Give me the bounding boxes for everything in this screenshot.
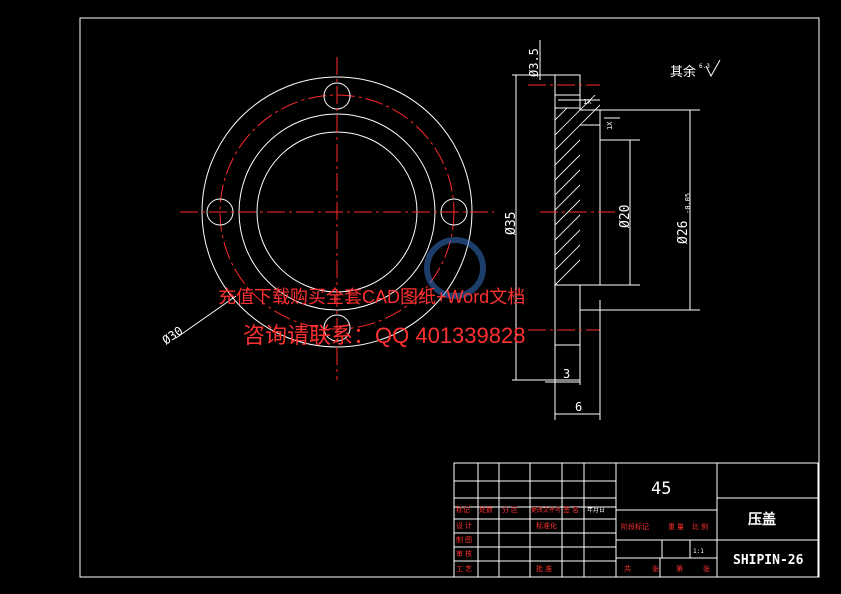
dim-d30: Ø30 xyxy=(160,324,186,348)
dim-d3-5: Ø3.5 xyxy=(527,48,541,77)
dim-d35: Ø35 xyxy=(504,212,519,235)
tb-page: 第 xyxy=(676,564,683,573)
leader-d30 xyxy=(175,295,237,339)
tb-drawing-no: SHIPIN-26 xyxy=(733,553,804,568)
tb-design: 设 计 xyxy=(456,521,472,530)
front-view xyxy=(175,57,494,380)
tb-standardize: 标准化 xyxy=(536,521,557,530)
tb-weight: 重 量 xyxy=(668,523,684,531)
dim-3: 3 xyxy=(563,367,570,381)
tb-sign: 签 名 xyxy=(563,505,579,514)
dim-chamfer-2: 1X xyxy=(606,121,614,130)
tb-material: 45 xyxy=(651,479,671,499)
tb-mark: 标记 xyxy=(456,505,470,514)
dim-d26: Ø26 xyxy=(676,221,691,244)
dim-d26-tol: -0.05 xyxy=(684,193,692,214)
roughness-note: 其余 xyxy=(670,64,696,80)
tb-scale: 1:1 xyxy=(693,548,704,555)
dim-chamfer-1: 1X xyxy=(583,98,592,106)
drawing-frame xyxy=(79,17,820,578)
tb-part-name: 压盖 xyxy=(748,511,776,528)
section-view xyxy=(512,40,700,420)
watermark-line2: 咨询请联系：QQ 401339828 xyxy=(243,323,525,348)
tb-approve: 批 准 xyxy=(536,564,552,573)
roughness-value: 6.3 xyxy=(699,63,710,70)
dim-6: 6 xyxy=(575,400,582,414)
tb-process: 工 艺 xyxy=(456,565,472,573)
tb-draw: 制 图 xyxy=(456,535,472,544)
title-block xyxy=(453,462,819,578)
tb-date: 年月日 xyxy=(587,506,605,514)
tb-count: 处数 xyxy=(479,505,493,514)
tb-total: 共 xyxy=(624,564,631,573)
tb-sheet: 张 xyxy=(703,564,710,573)
tb-ratio: 比 例 xyxy=(692,522,708,531)
roughness-symbol xyxy=(705,59,721,78)
tb-sheet-of: 张 xyxy=(652,564,659,573)
tb-zone: 分 区 xyxy=(502,505,518,514)
dim-d20: Ø20 xyxy=(618,205,633,228)
tb-review: 审 核 xyxy=(456,549,472,558)
watermark-line1: 充值下载购买全套CAD图纸+Word文档 xyxy=(218,287,525,307)
watermark-logo xyxy=(424,237,486,299)
tb-stage-mark: 阶段标记 xyxy=(621,522,649,531)
tb-change-doc: 更改文件号 xyxy=(531,506,561,514)
